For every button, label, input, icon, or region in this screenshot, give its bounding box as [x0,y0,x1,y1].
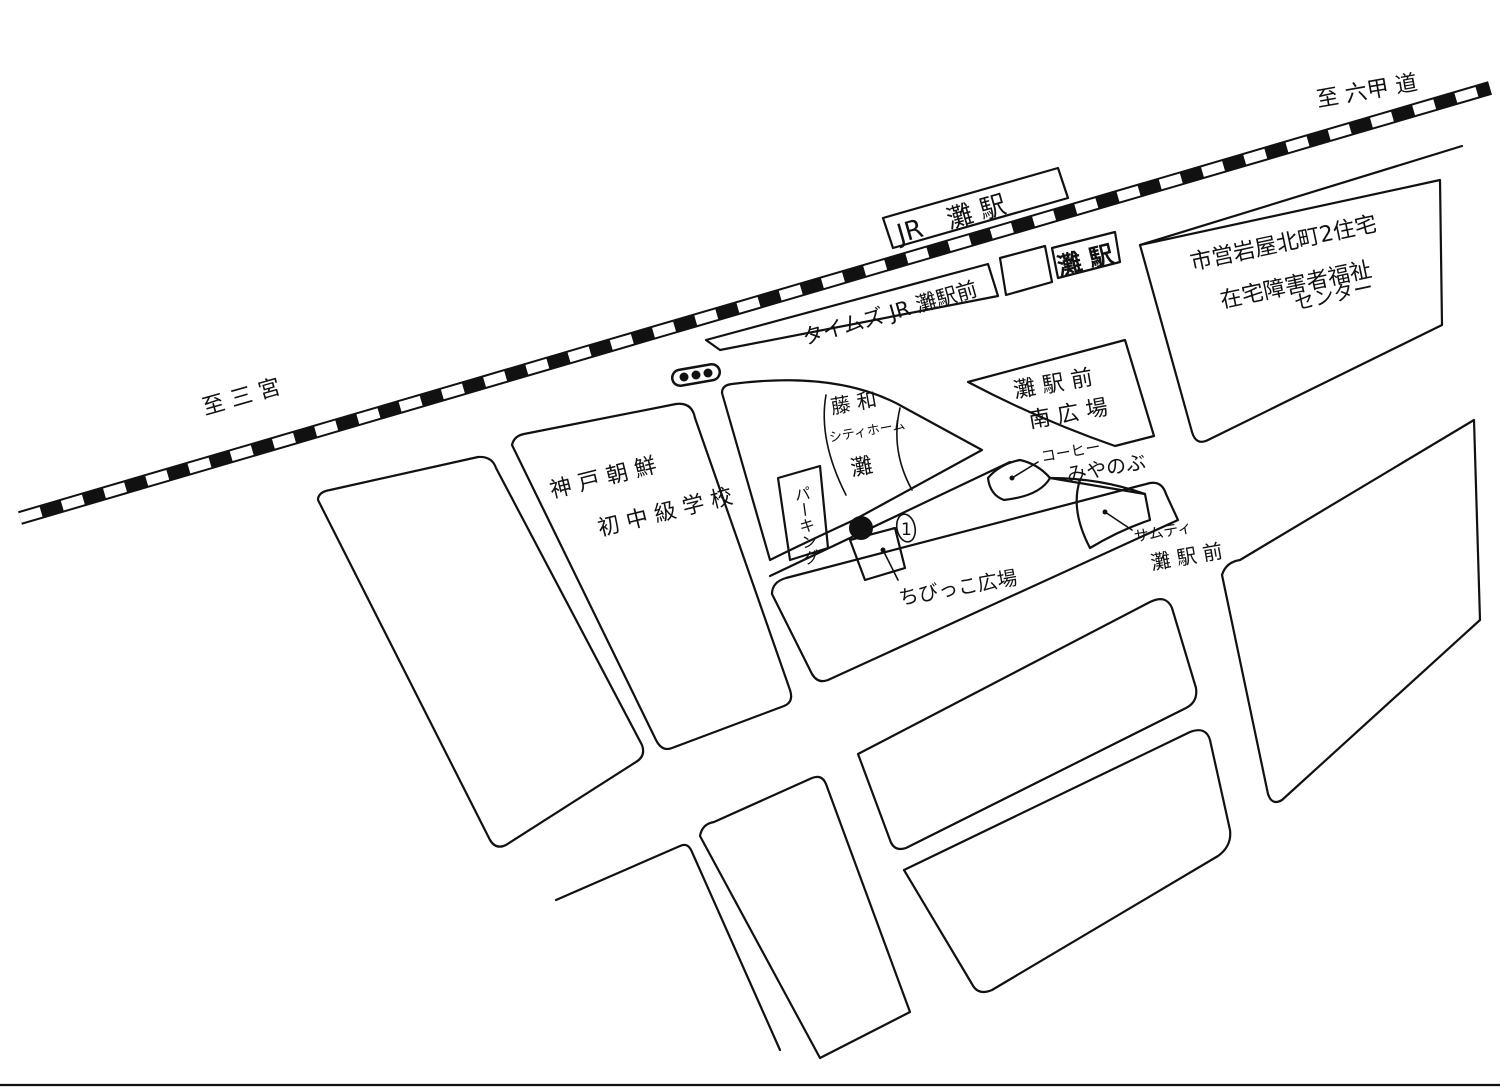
station-building-box [998,244,1054,297]
direction-sannomiya-label: 至 三 宮 [200,375,284,421]
station-road-edge [1138,144,1464,247]
jr-railway-line [18,81,1492,525]
fujiwa-label-2: シティホーム [828,418,906,446]
central-road-north-edge [768,460,1012,578]
central-road-north-edge-2 [1048,476,1147,496]
nada-south-plaza: 灘 駅 前 南 広 場 [966,338,1156,448]
school-label-2: 初 中 級 学 校 [595,484,735,542]
city-housing-block: 市営岩屋北町2住宅 在宅障害者福祉 センター [1138,178,1444,443]
marker-number-label: 1 [901,520,912,540]
southwest-block [554,843,782,1052]
fujiwa-city-home-block: 藤 和 シティホーム 灘 [720,379,984,562]
fujiwa-label-1: 藤 和 [829,387,879,419]
middle-block-upper [856,597,1198,851]
fujiwa-label-3: 灘 [849,453,875,481]
south-plaza-label-1: 灘 駅 前 [1012,365,1095,404]
meeting-point-marker: 1 [849,513,917,543]
school-label-1: 神 戸 朝 鮮 [547,453,659,504]
samty-label-2: 灘 駅 前 [1149,539,1225,575]
hankyu-station-label: 灘 駅 [1055,240,1116,281]
hankyu-station-box: 灘 駅 [1050,230,1122,281]
middle-block-lower [902,729,1232,994]
traffic-signal-icon [670,362,722,388]
east-block [1220,418,1482,804]
south-central-block [770,481,1180,683]
west-block [316,455,645,848]
chibikko-plaza-label: ちびっこ広場 [897,565,1019,609]
south-block [698,775,912,1060]
